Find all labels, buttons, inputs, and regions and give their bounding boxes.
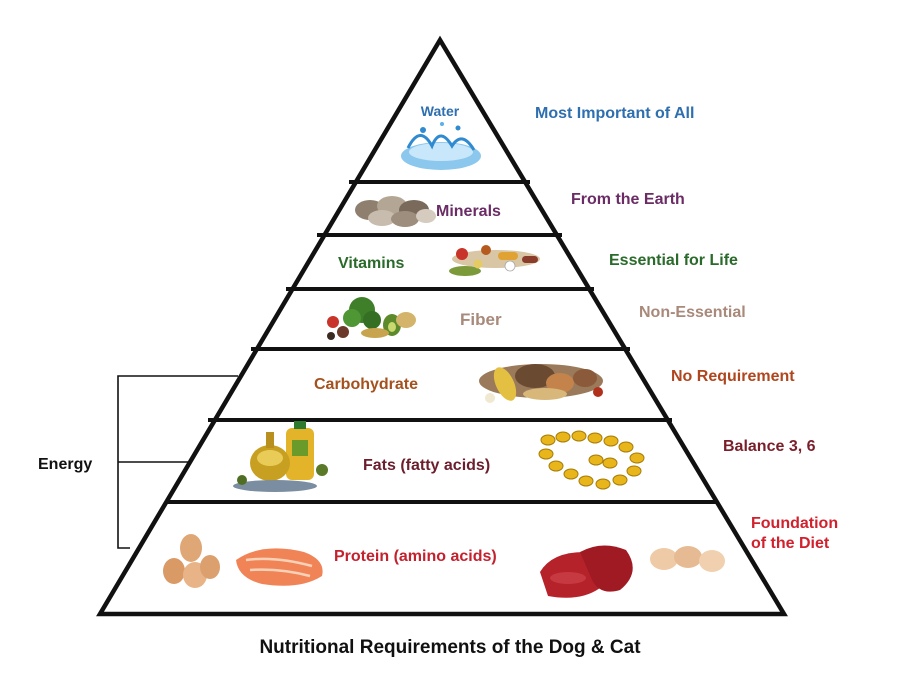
note-vitamins: Essential for Life	[609, 252, 738, 269]
vitamin-pills-icon	[449, 245, 540, 276]
note-fats: Balance 3, 6	[723, 438, 816, 455]
note-fiber: Non-Essential	[639, 304, 746, 321]
vegetables-icon	[327, 297, 416, 340]
tier-fats-label: Fats (fatty acids)	[363, 457, 490, 474]
energy-label: Energy	[38, 456, 92, 473]
diagram-title: Nutritional Requirements of the Dog & Ca…	[259, 637, 641, 658]
tier-water-label: Water	[421, 103, 460, 119]
note-protein-line: Foundation	[751, 515, 838, 532]
tier-dividers	[165, 180, 716, 504]
eggs-salmon-meat-icon	[163, 534, 633, 598]
chicken-icon	[650, 546, 725, 572]
stones-icon	[355, 196, 436, 227]
oil-bottles-icon	[233, 421, 328, 492]
note-carbohydrate: No Requirement	[671, 368, 795, 385]
note-minerals: From the Earth	[571, 191, 685, 208]
tier-minerals-label: Minerals	[436, 203, 501, 220]
note-protein-line: of the Diet	[751, 535, 830, 552]
water-splash-icon	[401, 122, 481, 170]
note-water: Most Important of All	[535, 105, 694, 122]
tier-protein-label: Protein (amino acids)	[334, 548, 497, 565]
omega-capsules-icon	[538, 430, 645, 490]
note-protein: Foundation of the Diet	[751, 515, 843, 552]
tier-vitamins-label: Vitamins	[338, 255, 405, 272]
tier-carbohydrate-label: Carbohydrate	[314, 376, 418, 393]
grains-icon	[479, 364, 603, 403]
tier-fiber-label: Fiber	[460, 310, 502, 329]
energy-bracket	[117, 375, 238, 549]
pyramid-outline	[96, 35, 788, 617]
